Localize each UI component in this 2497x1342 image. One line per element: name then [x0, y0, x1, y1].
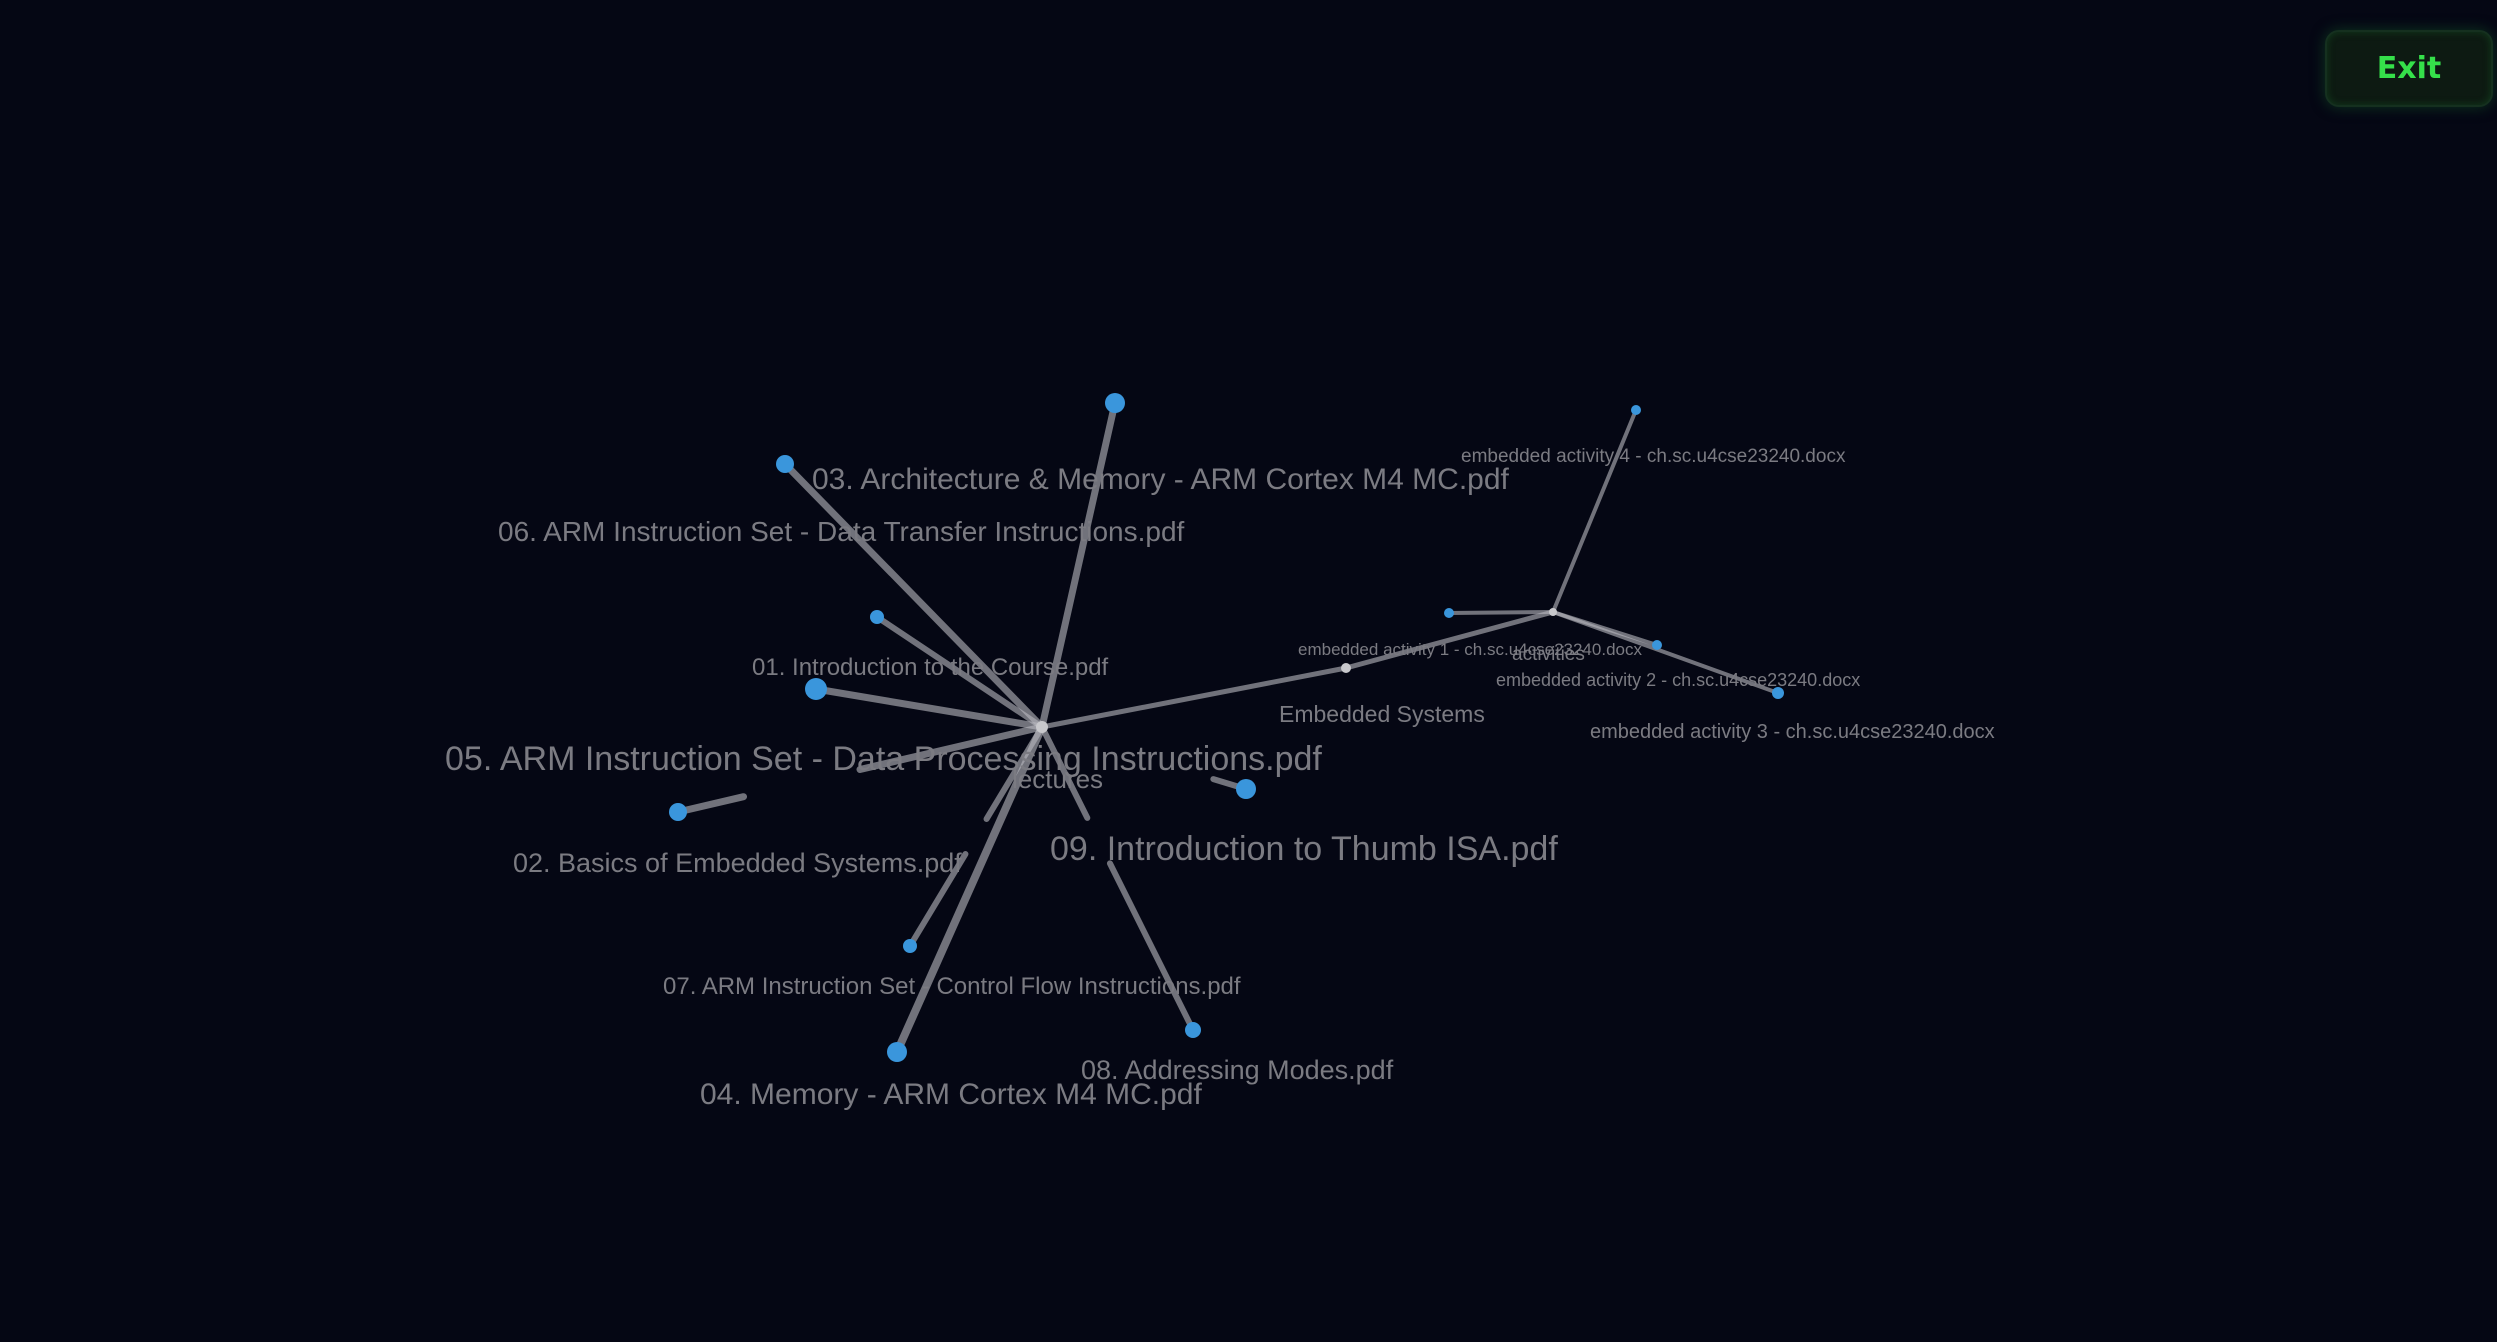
edge-embedded-activities: [1343, 609, 1556, 671]
folder-label-embedded: Embedded Systems: [1279, 701, 1485, 727]
edge-f03: [1038, 399, 1119, 731]
file-label-a1: embedded activity 1 - ch.sc.u4cse23240.d…: [1298, 640, 1642, 659]
edge-a3: [1551, 610, 1780, 695]
labels-layer: 01. Introduction to the Course.pdf 02. Ba…: [445, 446, 1995, 1111]
file-label-f08: 08. Addressing Modes.pdf: [1081, 1055, 1394, 1085]
edge-f08: [1039, 724, 1091, 821]
edge-lectures-embedded: [1039, 665, 1349, 730]
file-node-a1[interactable]: [1444, 608, 1454, 618]
file-node-f01[interactable]: [870, 610, 884, 624]
edge-f08: [1106, 860, 1196, 1033]
folder-label-activities: activities: [1512, 644, 1585, 665]
edge-f05: [812, 685, 1046, 731]
file-node-f06[interactable]: [776, 455, 794, 473]
edge-a4: [1551, 408, 1638, 614]
file-label-a3: embedded activity 3 - ch.sc.u4cse23240.d…: [1590, 721, 1995, 743]
edge-f07: [907, 851, 969, 949]
file-node-f08[interactable]: [1185, 1022, 1201, 1038]
file-node-f05[interactable]: [805, 678, 827, 700]
file-node-f02[interactable]: [669, 803, 687, 821]
edge-f02: [674, 793, 748, 816]
edge-f04: [893, 723, 1046, 1056]
file-node-a2[interactable]: [1652, 640, 1662, 650]
folder-node-embedded[interactable]: [1341, 663, 1351, 673]
file-label-f05: 05. ARM Instruction Set - Data Processin…: [445, 740, 1322, 778]
edge-f06: [781, 460, 1046, 731]
file-node-a4[interactable]: [1631, 405, 1641, 415]
folder-node-lectures[interactable]: [1036, 721, 1048, 733]
file-node-f03[interactable]: [1105, 393, 1125, 413]
file-label-f06: 06. ARM Instruction Set - Data Transfer …: [498, 516, 1185, 547]
file-label-f03: 03. Architecture & Memory - ARM Cortex M…: [812, 463, 1510, 496]
folder-node-activities[interactable]: [1549, 608, 1557, 616]
file-label-a2: embedded activity 2 - ch.sc.u4cse23240.d…: [1496, 670, 1860, 690]
file-node-f04[interactable]: [887, 1042, 907, 1062]
file-label-f04: 04. Memory - ARM Cortex M4 MC.pdf: [700, 1078, 1202, 1111]
folder-label-lectures: lectures: [1012, 764, 1103, 794]
file-label-f01: 01. Introduction to the Course.pdf: [752, 654, 1109, 681]
nodes-layer: [669, 393, 1784, 1062]
exit-button[interactable]: Exit: [2325, 30, 2493, 107]
file-node-f07[interactable]: [903, 939, 917, 953]
file-node-a3[interactable]: [1772, 687, 1784, 699]
file-node-f09[interactable]: [1236, 779, 1256, 799]
file-label-f02: 02. Basics of Embedded Systems.pdf: [513, 848, 962, 878]
file-label-f09: 09. Introduction to Thumb ISA.pdf: [1050, 830, 1558, 868]
edge-f01: [874, 614, 1045, 730]
edge-f02: [856, 723, 1046, 773]
edge-a1: [1447, 610, 1555, 615]
file-label-f07: 07. ARM Instruction Set - Control Flow I…: [663, 973, 1241, 1000]
edge-f07: [983, 724, 1045, 822]
file-label-a4: embedded activity 4 - ch.sc.u4cse23240.d…: [1461, 446, 1846, 467]
